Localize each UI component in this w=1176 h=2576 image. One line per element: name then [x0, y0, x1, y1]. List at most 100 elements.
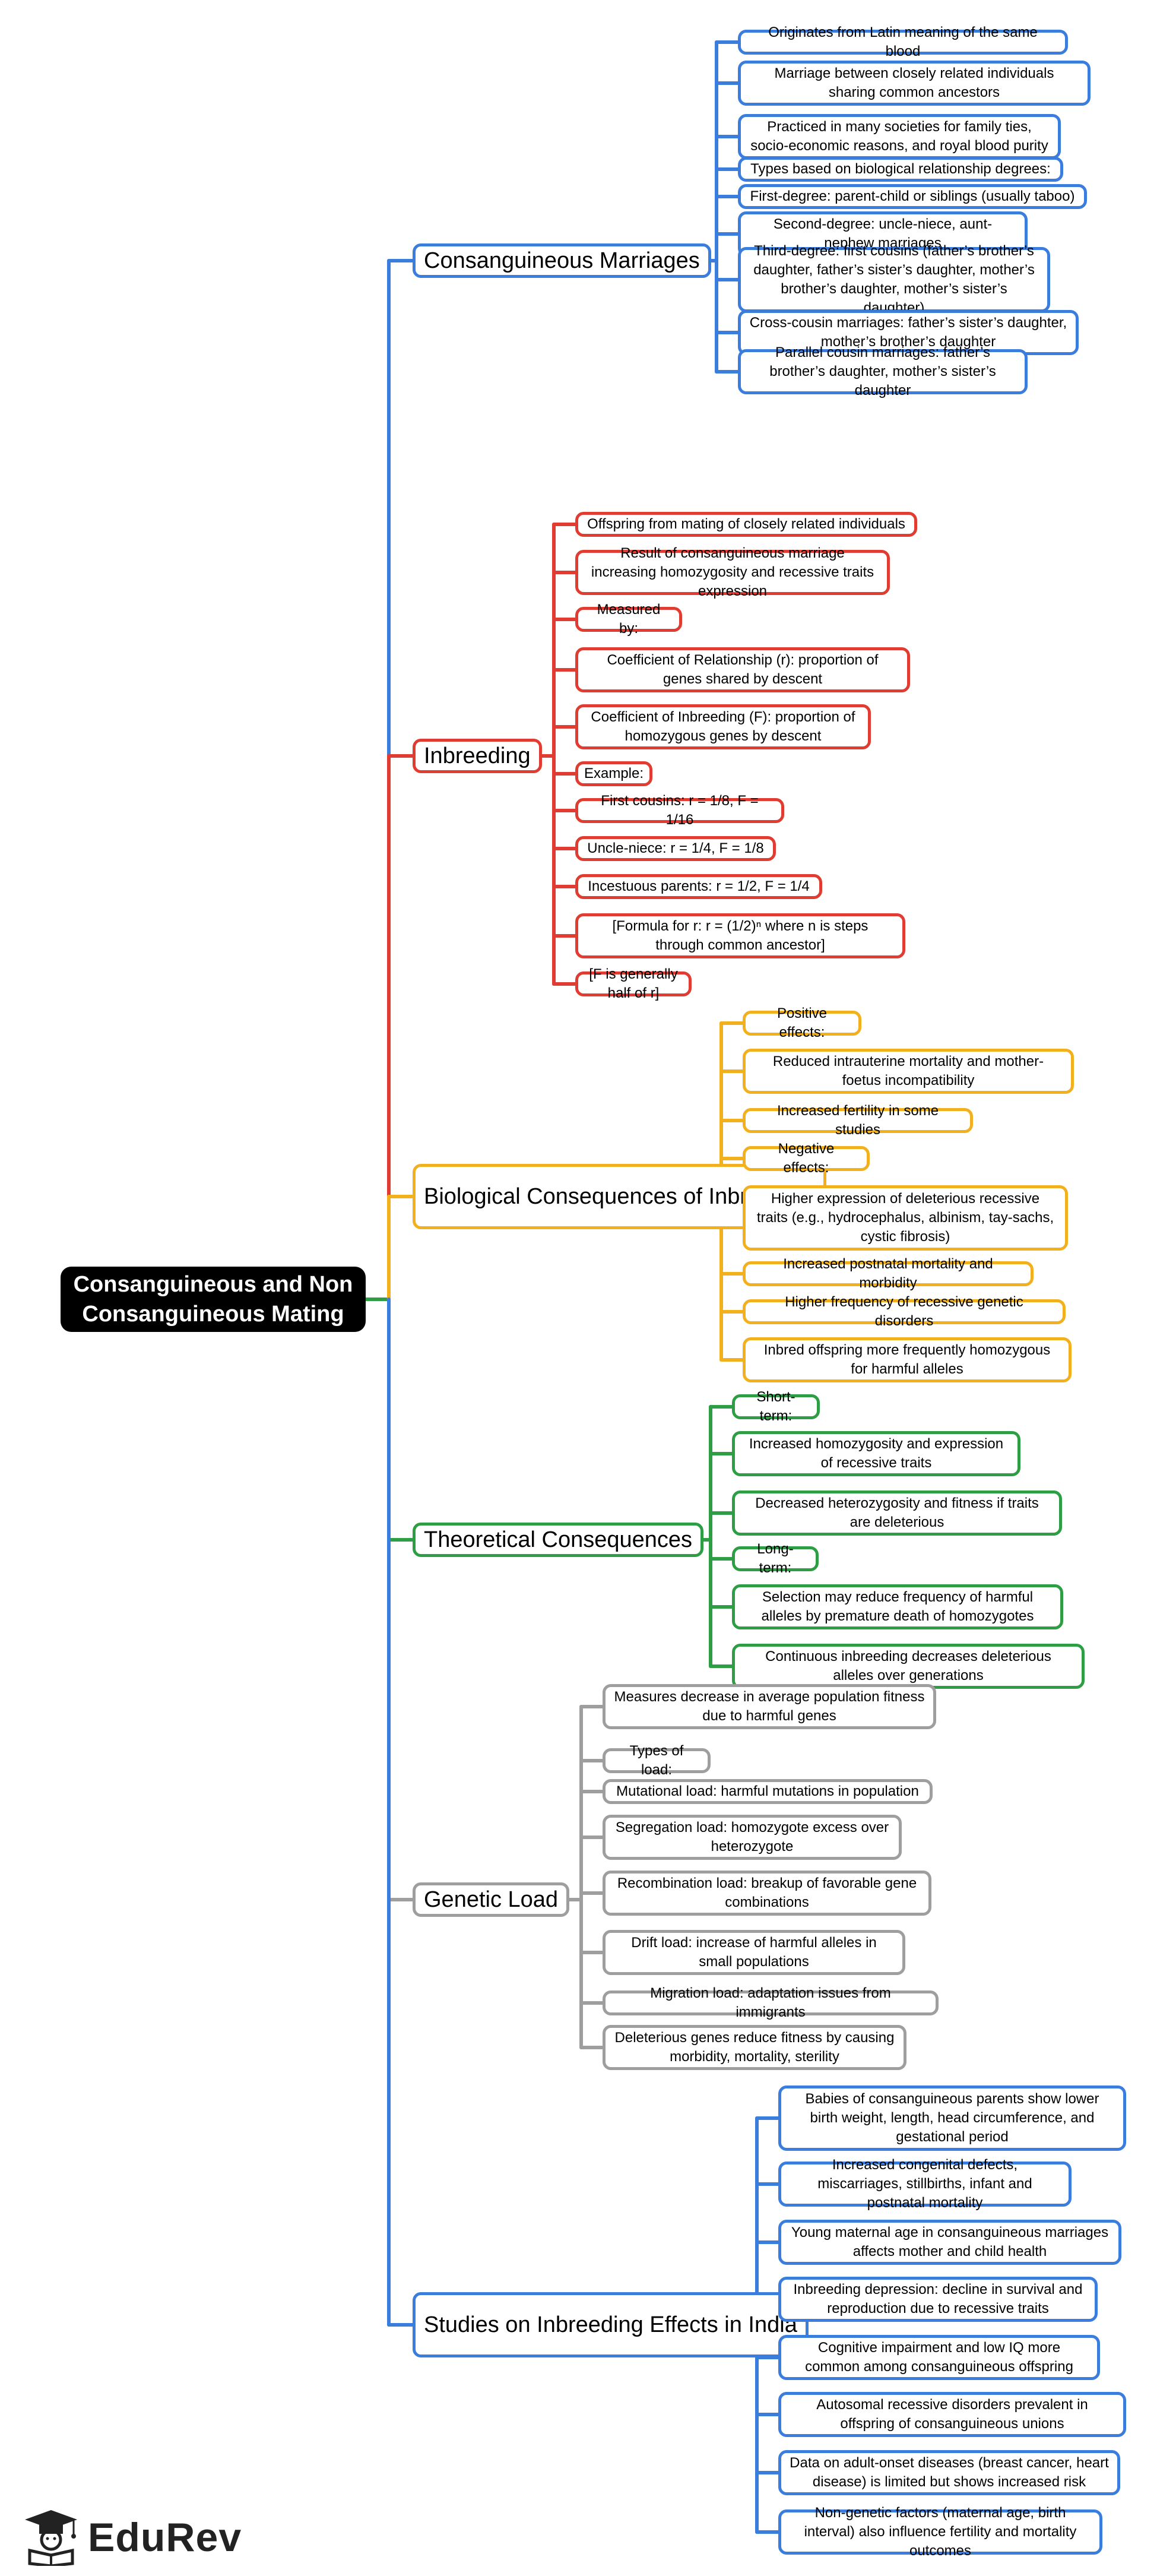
- leaf-label: Result of consanguineous marriage increa…: [591, 545, 874, 599]
- leaf-label: Recombination load: breakup of favorable…: [617, 1875, 917, 1910]
- leaf-node: Inbreeding depression: decline in surviv…: [778, 2277, 1098, 2322]
- leaf-label: Measures decrease in average population …: [614, 1689, 925, 1724]
- leaf-label: Reduced intrauterine mortality and mothe…: [772, 1053, 1044, 1088]
- leaf-node: Increased homozygosity and expression of…: [732, 1431, 1020, 1476]
- leaf-label: Non-genetic factors (maternal age, birth…: [804, 2505, 1077, 2559]
- leaf-label: Inbreeding depression: decline in surviv…: [793, 2281, 1083, 2316]
- leaf-label: Increased fertility in some studies: [776, 1103, 939, 1138]
- leaf-label: Drift load: increase of harmful alleles …: [631, 1935, 877, 1970]
- leaf-node: Recombination load: breakup of favorable…: [603, 1871, 931, 1916]
- leaf-label: Autosomal recessive disorders prevalent …: [816, 2397, 1088, 2432]
- leaf-node: Measured by:: [575, 602, 682, 637]
- root-node: Consanguineous and Non Consanguineous Ma…: [61, 1267, 366, 1332]
- leaf-node: Drift load: increase of harmful alleles …: [603, 1930, 905, 1975]
- leaf-label: First-degree: parent-child or siblings (…: [750, 188, 1075, 204]
- leaf-node: Practiced in many societies for family t…: [738, 114, 1061, 159]
- leaf-node: Higher frequency of recessive genetic di…: [743, 1294, 1066, 1329]
- branch-node: Consanguineous Marriages: [413, 243, 711, 278]
- leaf-label: Decreased heterozygosity and fitness if …: [755, 1495, 1039, 1530]
- leaf-node: Mutational load: harmful mutations in po…: [603, 1779, 933, 1804]
- leaf-node: Segregation load: homozygote excess over…: [603, 1815, 902, 1860]
- leaf-node: Reduced intrauterine mortality and mothe…: [743, 1049, 1074, 1094]
- leaf-node: Uncle-niece: r = 1/4, F = 1/8: [575, 836, 776, 861]
- leaf-label: Segregation load: homozygote excess over…: [615, 1819, 889, 1855]
- leaf-node: Increased fertility in some studies: [743, 1103, 973, 1138]
- leaf-label: Coefficient of Inbreeding (F): proportio…: [591, 709, 855, 744]
- leaf-label: Continuous inbreeding decreases deleteri…: [765, 1648, 1051, 1683]
- leaf-label: Negative effects:: [778, 1141, 835, 1176]
- leaf-label: Increased congenital defects, miscarriag…: [817, 2157, 1032, 2211]
- leaf-label: Positive effects:: [776, 1005, 828, 1040]
- leaf-node: [F is generally half of r]: [575, 966, 692, 1001]
- leaf-label: Increased postnatal mortality and morbid…: [783, 1256, 993, 1291]
- leaf-node: Deleterious genes reduce fitness by caus…: [603, 2025, 906, 2070]
- leaf-label: Example:: [584, 765, 644, 781]
- leaf-label: Practiced in many societies for family t…: [750, 119, 1048, 154]
- leaf-label: Types of load:: [629, 1743, 684, 1778]
- leaf-label: Inbred offspring more frequently homozyg…: [763, 1342, 1051, 1377]
- leaf-label: Cross-cousin marriages: father’s sister’…: [749, 315, 1067, 350]
- leaf-node: Result of consanguineous marriage increa…: [575, 545, 890, 599]
- leaf-label: Originates from Latin meaning of the sam…: [768, 24, 1038, 59]
- leaf-node: Long-term:: [732, 1541, 819, 1576]
- leaf-label: Short-term:: [756, 1389, 795, 1424]
- leaf-node: Continuous inbreeding decreases deleteri…: [732, 1644, 1085, 1689]
- leaf-node: Migration load: adaptation issues from i…: [603, 1985, 939, 2020]
- branch-label: Theoretical Consequences: [424, 1527, 693, 1552]
- leaf-node: Offspring from mating of closely related…: [575, 512, 917, 537]
- leaf-label: Cognitive impairment and low IQ more com…: [805, 2340, 1073, 2375]
- leaf-label: Data on adult-onset diseases (breast can…: [790, 2455, 1109, 2490]
- leaf-node: Inbred offspring more frequently homozyg…: [743, 1337, 1072, 1382]
- leaf-label: Higher frequency of recessive genetic di…: [785, 1294, 1023, 1329]
- branch-label: Inbreeding: [424, 743, 531, 768]
- root-label: Consanguineous and Non Consanguineous Ma…: [73, 1272, 353, 1327]
- leaf-label: Types based on biological relationship d…: [750, 161, 1051, 177]
- leaf-node: Increased postnatal mortality and morbid…: [743, 1256, 1034, 1291]
- leaf-node: Autosomal recessive disorders prevalent …: [778, 2392, 1126, 2437]
- leaf-label: Babies of consanguineous parents show lo…: [805, 2091, 1099, 2145]
- branch-label: Consanguineous Marriages: [424, 248, 700, 273]
- leaf-node: Third-degree: first cousins (father’s br…: [738, 243, 1050, 316]
- leaf-node: Types based on biological relationship d…: [738, 157, 1063, 182]
- leaf-label: Migration load: adaptation issues from i…: [650, 1985, 891, 2020]
- branch-label: Studies on Inbreeding Effects in India: [424, 2312, 797, 2337]
- leaf-node: Young maternal age in consanguineous mar…: [778, 2220, 1121, 2265]
- branch-node: Theoretical Consequences: [413, 1523, 704, 1557]
- edurev-logo: EduRev: [21, 2509, 242, 2566]
- leaf-label: Parallel cousin marriages: father’s brot…: [769, 344, 996, 398]
- leaf-node: Higher expression of deleterious recessi…: [743, 1185, 1068, 1251]
- leaf-node: Cross-cousin marriages: father’s sister’…: [738, 310, 1079, 355]
- leaf-label: Young maternal age in consanguineous mar…: [791, 2224, 1109, 2259]
- leaf-label: Selection may reduce frequency of harmfu…: [761, 1589, 1034, 1624]
- leaf-node: First cousins: r = 1/8, F = 1/16: [575, 793, 784, 828]
- leaf-label: Deleterious genes reduce fitness by caus…: [614, 2030, 895, 2065]
- leaf-node: Negative effects:: [743, 1141, 870, 1176]
- leaf-label: Offspring from mating of closely related…: [587, 516, 905, 532]
- leaf-node: Parallel cousin marriages: father’s brot…: [738, 344, 1028, 398]
- leaf-node: Decreased heterozygosity and fitness if …: [732, 1490, 1062, 1536]
- leaf-node: [Formula for r: r = (1/2)ⁿ where n is st…: [575, 913, 905, 958]
- leaf-label: Incestuous parents: r = 1/2, F = 1/4: [588, 878, 810, 894]
- leaf-label: Measured by:: [597, 602, 661, 637]
- leaf-node: Originates from Latin meaning of the sam…: [738, 24, 1068, 59]
- leaf-label: First cousins: r = 1/8, F = 1/16: [601, 793, 759, 828]
- leaf-node: Marriage between closely related individ…: [738, 61, 1091, 106]
- branch-node: Studies on Inbreeding Effects in India: [413, 2292, 809, 2357]
- leaf-node: Cognitive impairment and low IQ more com…: [778, 2335, 1100, 2380]
- leaf-node: Data on adult-onset diseases (breast can…: [778, 2450, 1120, 2495]
- leaf-node: Types of load:: [603, 1743, 711, 1778]
- leaf-node: Coefficient of Relationship (r): proport…: [575, 647, 910, 692]
- leaf-node: Measures decrease in average population …: [603, 1684, 936, 1729]
- leaf-label: Marriage between closely related individ…: [774, 65, 1054, 100]
- branch-label: Genetic Load: [424, 1887, 559, 1912]
- leaf-node: Incestuous parents: r = 1/2, F = 1/4: [575, 874, 822, 899]
- leaf-label: Uncle-niece: r = 1/4, F = 1/8: [587, 840, 764, 856]
- graduate-reader-icon: [25, 2510, 77, 2566]
- leaf-node: Selection may reduce frequency of harmfu…: [732, 1584, 1063, 1629]
- leaf-label: Third-degree: first cousins (father’s br…: [753, 243, 1035, 316]
- leaf-label: Increased homozygosity and expression of…: [749, 1436, 1004, 1471]
- leaf-node: Increased congenital defects, miscarriag…: [778, 2157, 1072, 2211]
- leaf-label: Mutational load: harmful mutations in po…: [616, 1783, 919, 1799]
